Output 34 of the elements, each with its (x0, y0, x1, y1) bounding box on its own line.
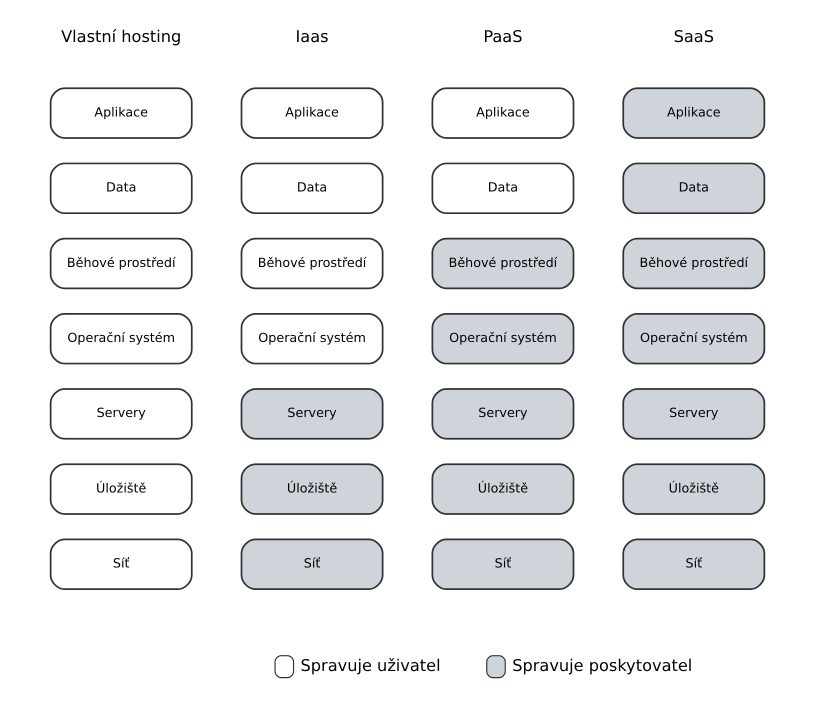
node-box: Operační systém (622, 312, 766, 364)
node-box: Běhové prostředí (432, 238, 574, 290)
node-box: Síť (240, 538, 384, 590)
node-box: Běhové prostředí (50, 238, 193, 290)
node-box: Síť (622, 538, 766, 590)
label: SaaS (674, 27, 714, 46)
legend-label: Spravuje uživatel (300, 656, 441, 675)
node-box: Běhové prostředí (622, 238, 766, 290)
node-box: Úložiště (50, 463, 193, 515)
node-box: Operační systém (432, 312, 574, 364)
node-box: Aplikace (622, 87, 766, 139)
label: Vlastní hosting (61, 27, 182, 46)
node-box: Data (240, 162, 384, 214)
node-box: Servery (50, 388, 193, 440)
node-box: Aplikace (432, 87, 574, 139)
node-box: Úložiště (622, 463, 766, 515)
node-box: Síť (432, 538, 574, 590)
label: Iaas (296, 27, 329, 46)
node-box: Servery (432, 388, 574, 440)
node-box: Síť (50, 538, 193, 590)
node-box: Úložiště (240, 463, 384, 515)
node-box: Data (432, 162, 574, 214)
legend-label: Spravuje poskytovatel (512, 656, 692, 675)
label: PaaS (483, 27, 523, 46)
node-box: Operační systém (50, 312, 193, 364)
node-box: Data (50, 162, 193, 214)
node-box: Servery (240, 388, 384, 440)
node-box: Operační systém (240, 312, 384, 364)
node-box: Servery (622, 388, 766, 440)
node-box: Aplikace (50, 87, 193, 139)
node-box: Běhové prostředí (240, 238, 384, 290)
node-box: Aplikace (240, 87, 384, 139)
node-box: Úložiště (432, 463, 574, 515)
node-box: Data (622, 162, 766, 214)
